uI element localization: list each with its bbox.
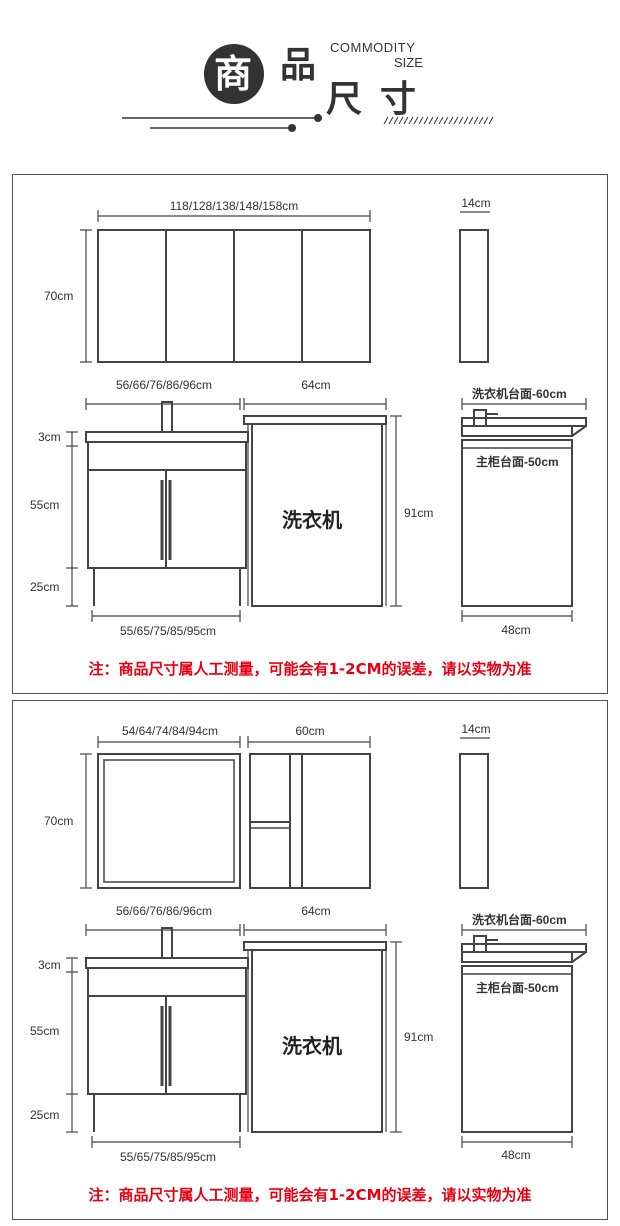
p2-bottom-width: 55/65/75/85/95cm bbox=[119, 1150, 217, 1164]
header-char-pin: 品 bbox=[280, 45, 317, 86]
p1-h-top: 3cm bbox=[38, 430, 61, 444]
header-decor-lines bbox=[122, 114, 494, 132]
panel-2 bbox=[12, 700, 608, 1220]
p1-cab-width: 56/66/76/86/96cm bbox=[115, 378, 213, 392]
p2-wm-width: 64cm bbox=[301, 904, 331, 918]
header-en-size: SIZE bbox=[394, 55, 423, 70]
p2-h-leg: 25cm bbox=[30, 1108, 60, 1122]
p2-top-height: 70cm bbox=[44, 814, 74, 828]
p1-top-width: 118/128/138/148/158cm bbox=[169, 199, 299, 213]
header-char-chi: 尺 bbox=[326, 79, 363, 120]
header-char-shang: 商 bbox=[214, 52, 253, 96]
panel-1 bbox=[12, 174, 608, 694]
p2-wm-label: 洗衣机 bbox=[282, 1034, 342, 1058]
p1-side-top2: 主柜台面-50cm bbox=[476, 455, 559, 469]
p2-top-width: 54/64/74/84/94cm bbox=[121, 724, 219, 738]
header-en-commodity: COMMODITY bbox=[330, 40, 416, 55]
panel-1-drawing bbox=[66, 210, 587, 622]
p1-wm-width: 64cm bbox=[301, 378, 331, 392]
p2-side-depth: 14cm bbox=[461, 722, 491, 736]
p1-h-mid: 55cm bbox=[30, 498, 60, 512]
p2-top-width2: 60cm bbox=[295, 724, 325, 738]
p2-side-top2: 主柜台面-50cm bbox=[476, 981, 559, 995]
p2-total-h: 91cm bbox=[404, 1030, 434, 1044]
p2-side-bottom: 48cm bbox=[501, 1148, 531, 1162]
p2-cab-width: 56/66/76/86/96cm bbox=[115, 904, 213, 918]
header-circle bbox=[204, 44, 264, 104]
p1-bottom-width: 55/65/75/85/95cm bbox=[119, 624, 217, 638]
p2-note: 注：商品尺寸属人工测量，可能会有1-2CM的误差，请以实物为准 bbox=[88, 1186, 532, 1204]
p1-side-bottom: 48cm bbox=[501, 623, 531, 637]
p2-h-mid: 55cm bbox=[30, 1024, 60, 1038]
p1-side-top1: 洗衣机台面-60cm bbox=[472, 387, 567, 401]
p2-side-top1: 洗衣机台面-60cm bbox=[472, 913, 567, 927]
p1-h-leg: 25cm bbox=[30, 580, 60, 594]
header-char-cun: 寸 bbox=[380, 79, 417, 120]
p1-note: 注：商品尺寸属人工测量，可能会有1-2CM的误差，请以实物为准 bbox=[88, 660, 532, 678]
p1-wm-label: 洗衣机 bbox=[282, 508, 342, 532]
p1-side-depth: 14cm bbox=[461, 196, 491, 210]
p1-total-h: 91cm bbox=[404, 506, 434, 520]
p2-h-top: 3cm bbox=[38, 958, 61, 972]
p1-top-height: 70cm bbox=[44, 289, 74, 303]
